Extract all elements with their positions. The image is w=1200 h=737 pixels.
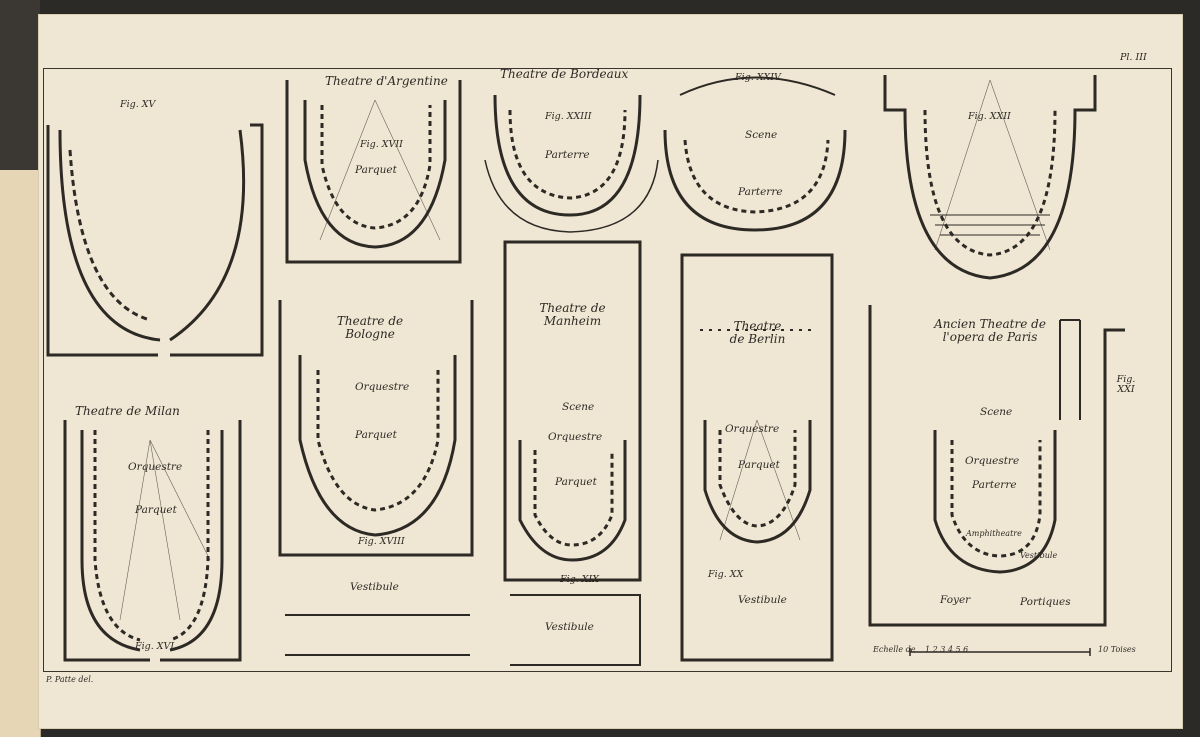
room-berlin-orquestre: Orquestre [725,423,780,435]
room-berlin-parquet: Parquet [738,459,780,471]
fig-xviii: Fig. XVIII [358,536,405,547]
title-milan: Theatre de Milan [75,404,180,418]
fig-xxiii: Fig. XXIII [545,111,592,122]
title-bordeaux: Theatre de Bordeaux [500,67,629,81]
fig-xxiv: Fig. XXIV [735,72,781,83]
engraved-sheet [38,14,1183,729]
plate-number: Pl. III [1120,52,1147,63]
plate-border [43,68,1172,672]
scale-label: Echelle de [873,645,916,654]
title-manheim: Theatre de Manheim [539,301,606,328]
room-paris-foyer: Foyer [940,594,971,606]
room-manheim-scene: Scene [562,401,595,413]
room-paris-parterre: Parterre [972,479,1017,491]
room-xxiv-scene: Scene [745,129,778,141]
room-bordeaux-parterre: Parterre [545,149,590,161]
room-paris-scene: Scene [980,406,1013,418]
title-berlin: Theatre de Berlin [729,319,786,346]
title-paris: Ancien Theatre de l'opera de Paris [934,317,1046,344]
title-argentine: Theatre d'Argentine [325,74,448,88]
room-argentine-parquet: Parquet [355,164,397,176]
fig-xix: Fig. XIX [560,574,600,585]
room-manheim-orquestre: Orquestre [548,431,603,443]
room-manheim-parquet: Parquet [555,476,597,488]
room-milan-orquestre: Orquestre [128,461,183,473]
book-page-edge [0,170,41,737]
fig-xv: Fig. XV [120,99,156,110]
fig-xvii: Fig. XVII [360,139,403,150]
scale-unit: 10 Toises [1098,645,1136,654]
room-bologne-orquestre: Orquestre [355,381,410,393]
room-xxiv-parterre: Parterre [738,186,783,198]
fig-xxi: Fig. XXI [1116,374,1136,395]
room-paris-vestibule: Vestibule [1020,551,1058,560]
room-bologne-vestibule: Vestibule [350,581,399,593]
engraver-signature: P. Patte del. [46,675,94,684]
room-paris-portiques: Portiques [1020,596,1071,608]
fig-xvi: Fig. XVI [135,641,175,652]
room-milan-parquet: Parquet [135,504,177,516]
fig-xxii: Fig. XXII [968,111,1011,122]
room-bologne-parquet: Parquet [355,429,397,441]
fig-xx: Fig. XX [708,569,744,580]
scale-numbers: 1 2 3 4 5 6 [925,645,969,654]
room-berlin-vestibule: Vestibule [738,594,787,606]
room-paris-amphitheatre: Amphitheatre [966,529,1022,538]
title-bologne: Theatre de Bologne [336,314,404,341]
room-manheim-vestibule: Vestibule [545,621,594,633]
room-paris-orquestre: Orquestre [965,455,1020,467]
